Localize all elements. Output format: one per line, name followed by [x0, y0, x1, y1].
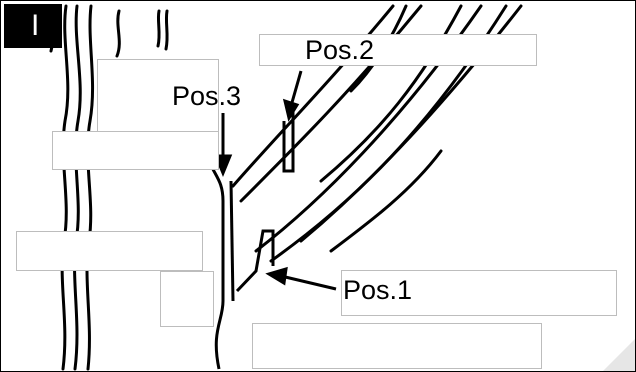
- mask-box: [97, 59, 219, 133]
- arrow-pos1: [280, 274, 337, 291]
- mask-box: [341, 270, 617, 316]
- label-pos3: Pos.3: [172, 81, 242, 111]
- mask-box: [259, 34, 537, 66]
- left-strands: [49, 4, 169, 371]
- arrows: [213, 70, 337, 291]
- mask-box: [16, 231, 203, 271]
- stem: [207, 111, 295, 370]
- mask-box: [52, 131, 219, 170]
- mask-box: [252, 323, 542, 369]
- mask-box: [160, 271, 214, 327]
- label-pos1: Pos.1: [343, 275, 413, 305]
- label-pos2: Pos.2: [305, 35, 375, 65]
- arrow-pos2: [289, 70, 303, 107]
- panel-label: I: [4, 4, 62, 48]
- page-corner: [603, 339, 635, 371]
